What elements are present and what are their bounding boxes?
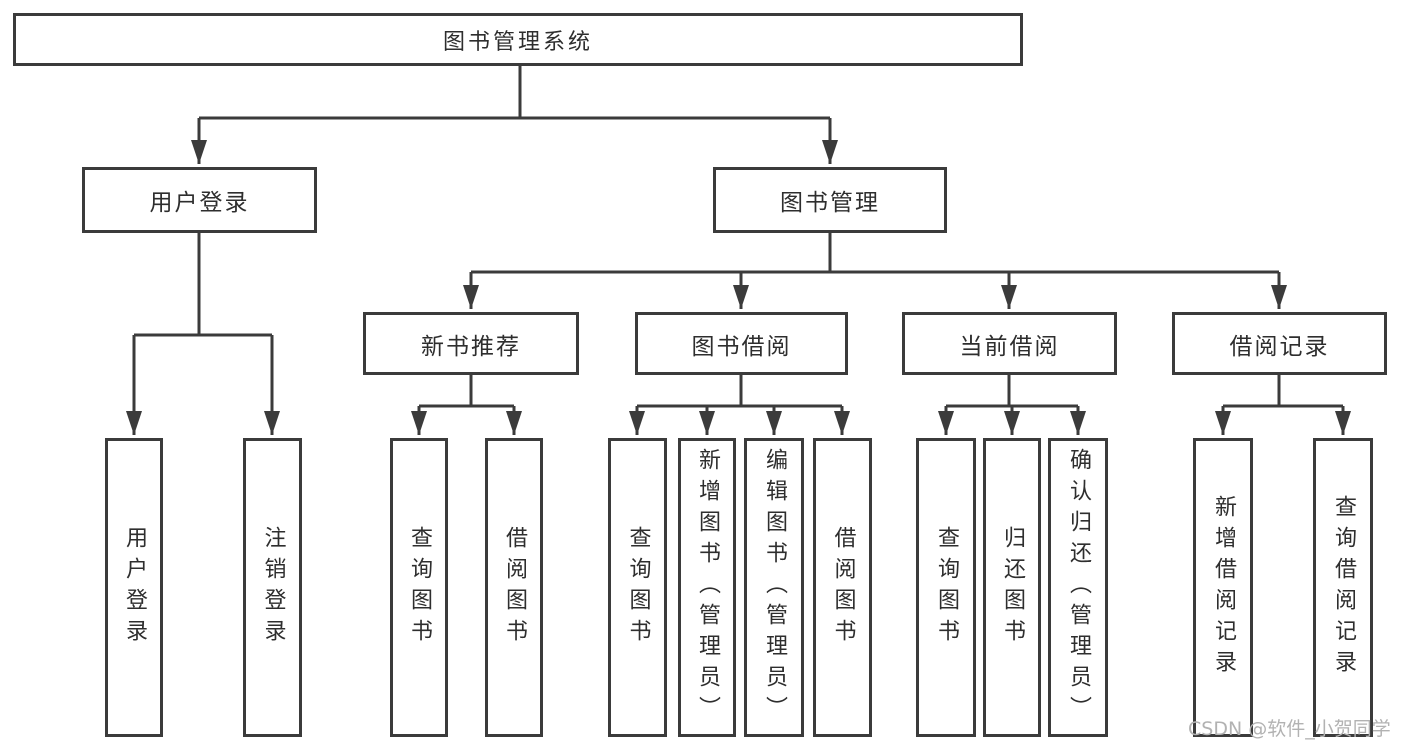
node-leaf-user-login: 用户登录 xyxy=(105,438,163,737)
leaf-label: 查询图书 xyxy=(625,525,651,650)
leaf-label: 用户登录 xyxy=(122,525,147,650)
node-leaf-edit-book-admin: 编辑图书（管理员） xyxy=(744,438,804,737)
leaf-label: 查询图书 xyxy=(407,525,432,650)
node-leaf-query-book-1: 查询图书 xyxy=(390,438,448,737)
node-leaf-return-book: 归还图书 xyxy=(983,438,1041,737)
leaf-label: 编辑图书（管理员） xyxy=(762,448,787,727)
node-leaf-query-book-2: 查询图书 xyxy=(608,438,667,737)
leaf-label: 新增借阅记录 xyxy=(1211,494,1236,681)
connector-currentborrow-to-leaves xyxy=(938,375,1086,435)
node-user-login: 用户登录 xyxy=(82,167,317,233)
node-book-management: 图书管理 xyxy=(713,167,947,233)
connector-bookmgmt-to-level3 xyxy=(463,233,1287,309)
node-leaf-add-book-admin: 新增图书（管理员） xyxy=(678,438,736,737)
node-root: 图书管理系统 xyxy=(13,13,1023,66)
leaf-label: 新增图书（管理员） xyxy=(695,448,720,727)
node-leaf-borrow-book-2: 借阅图书 xyxy=(813,438,872,737)
node-leaf-query-book-3: 查询图书 xyxy=(916,438,976,737)
connector-borrowrecord-to-leaves xyxy=(1215,375,1351,435)
leaf-label: 归还图书 xyxy=(1000,525,1025,650)
connector-newbookrec-to-leaves xyxy=(411,375,522,435)
leaf-label: 查询借阅记录 xyxy=(1331,494,1356,681)
node-leaf-borrow-book-1: 借阅图书 xyxy=(485,438,543,737)
connector-userlogin-to-leaves xyxy=(126,233,280,435)
leaf-label: 借阅图书 xyxy=(830,525,856,650)
csdn-watermark: CSDN @软件_小贺同学 xyxy=(1188,718,1391,740)
node-leaf-query-borrow-record: 查询借阅记录 xyxy=(1313,438,1373,737)
node-leaf-add-borrow-record: 新增借阅记录 xyxy=(1193,438,1253,737)
node-current-borrow: 当前借阅 xyxy=(902,312,1117,375)
connector-bookborrow-to-leaves xyxy=(629,375,850,435)
connector-root-to-level2 xyxy=(191,66,838,164)
leaf-label: 确认归还（管理员） xyxy=(1066,448,1091,727)
leaf-label: 查询图书 xyxy=(934,525,959,650)
node-borrow-record: 借阅记录 xyxy=(1172,312,1387,375)
node-new-book-recommend: 新书推荐 xyxy=(363,312,579,375)
leaf-label: 借阅图书 xyxy=(502,525,527,650)
node-book-borrow: 图书借阅 xyxy=(635,312,848,375)
node-leaf-logout: 注销登录 xyxy=(243,438,302,737)
leaf-label: 注销登录 xyxy=(260,525,286,650)
node-leaf-confirm-return-admin: 确认归还（管理员） xyxy=(1048,438,1108,737)
